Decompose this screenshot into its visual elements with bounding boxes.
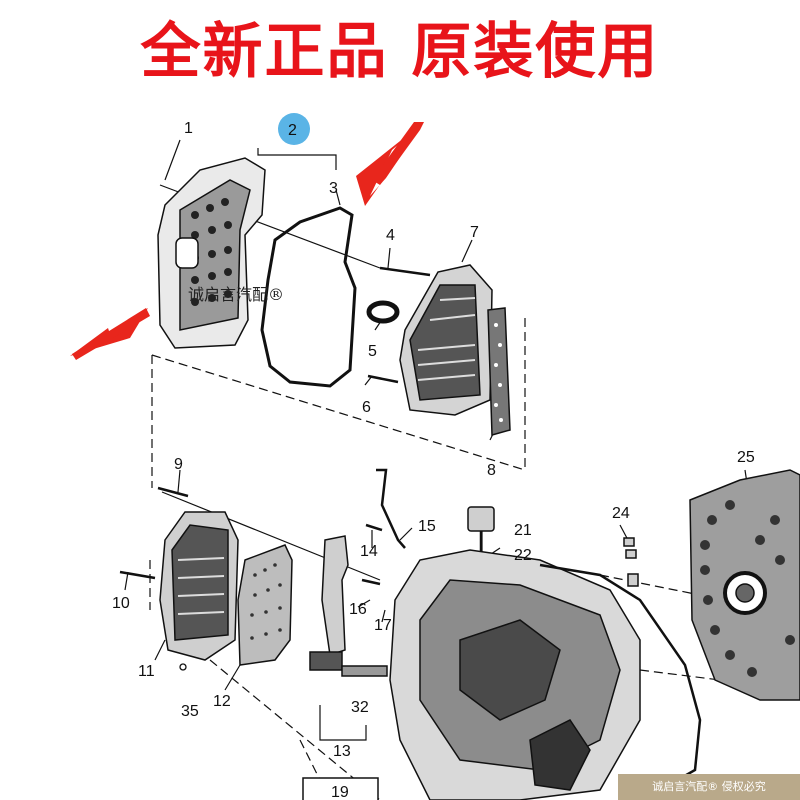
gasket xyxy=(260,206,357,388)
callout-5: 5 xyxy=(368,343,377,360)
callout-14: 14 xyxy=(360,543,378,560)
callout-3: 3 xyxy=(329,180,338,197)
callout-21: 21 xyxy=(514,522,532,539)
callout-numbers: 1 2 3 4 5 6 7 8 9 10 11 12 13 14 15 16 1… xyxy=(112,120,755,800)
callout-11: 11 xyxy=(138,663,155,680)
bracket xyxy=(376,468,406,549)
callout-17: 17 xyxy=(374,617,392,634)
fittings xyxy=(623,537,639,587)
callout-24: 24 xyxy=(612,505,630,522)
callout-35: 35 xyxy=(181,703,199,720)
label-box-19 xyxy=(302,777,379,800)
transmission-case xyxy=(389,549,702,800)
callout-13: 13 xyxy=(333,743,351,760)
lower-valve-body xyxy=(159,511,239,661)
wire-harness xyxy=(309,535,388,677)
small-ring xyxy=(179,663,187,671)
valve-body-cover xyxy=(157,157,266,349)
callout-2: 2 xyxy=(288,122,297,139)
separator-plate-lower xyxy=(237,544,293,666)
arrow-upper-right-tail xyxy=(372,122,424,185)
callout-4: 4 xyxy=(386,227,395,244)
callout-7: 7 xyxy=(470,224,479,241)
callout-1: 1 xyxy=(184,120,193,137)
callout-15: 15 xyxy=(418,518,436,535)
highlight-circle xyxy=(278,113,310,145)
arrow-upper-right xyxy=(356,122,424,206)
callout-6: 6 xyxy=(362,399,371,416)
callout-9: 9 xyxy=(174,456,183,473)
callout-19: 19 xyxy=(331,784,349,800)
headline-banner: 全新正品 原装使用 xyxy=(140,17,660,87)
callout-22: 22 xyxy=(514,547,532,564)
callout-10: 10 xyxy=(112,595,130,612)
callout-32: 32 xyxy=(351,699,369,716)
watermark-text: 诚启言汽配® xyxy=(188,285,285,304)
red-arrows xyxy=(70,122,424,360)
callout-16: 16 xyxy=(349,601,367,618)
arrow-lower-left-tail xyxy=(72,308,150,360)
callout-8: 8 xyxy=(487,462,496,479)
seal-ring xyxy=(366,300,400,324)
bell-housing xyxy=(689,469,800,701)
callout-12: 12 xyxy=(213,693,231,710)
footer-watermark: 诚启言汽配® 侵权必究 xyxy=(618,774,800,800)
callout-25: 25 xyxy=(737,449,755,466)
bolts xyxy=(119,266,431,586)
upper-valve-body xyxy=(399,264,493,416)
separator-plate-upper xyxy=(487,307,511,436)
